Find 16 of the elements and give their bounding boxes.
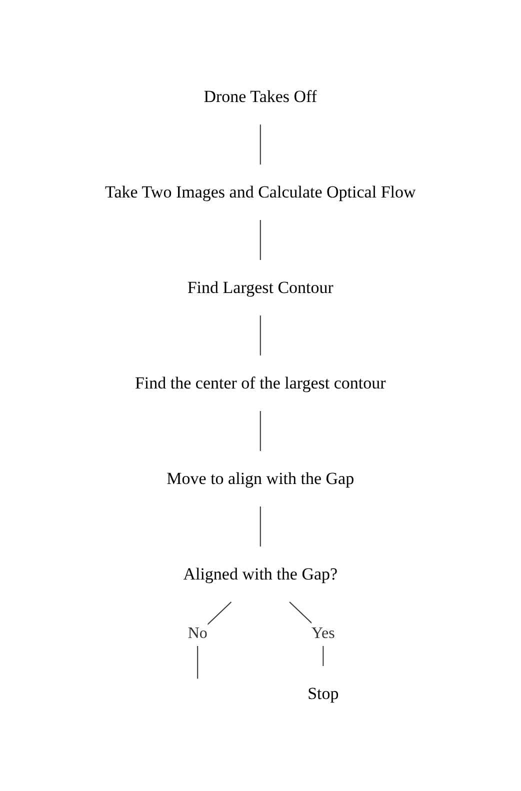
connector-line: [260, 220, 261, 261]
step-text: Stop: [308, 684, 339, 704]
connector-line: [260, 506, 261, 548]
step-text: Drone Takes Off: [204, 87, 318, 106]
connector-line: [260, 410, 261, 452]
connector-line: [260, 315, 261, 356]
step-text: Find the center of the largest contour: [135, 374, 386, 393]
connector-line: [289, 602, 324, 667]
edge-label: Yes: [312, 625, 335, 642]
step-text: Take Two Images and Calculate Optical Flow: [105, 182, 416, 202]
step-text: Move to align with the Gap: [166, 469, 354, 488]
edge-label: No: [188, 625, 208, 642]
connector-line: [197, 602, 232, 680]
connector-line: [260, 124, 261, 166]
step-text: Find Largest Contour: [187, 278, 334, 298]
step-text: Aligned with the Gap?: [183, 564, 338, 584]
